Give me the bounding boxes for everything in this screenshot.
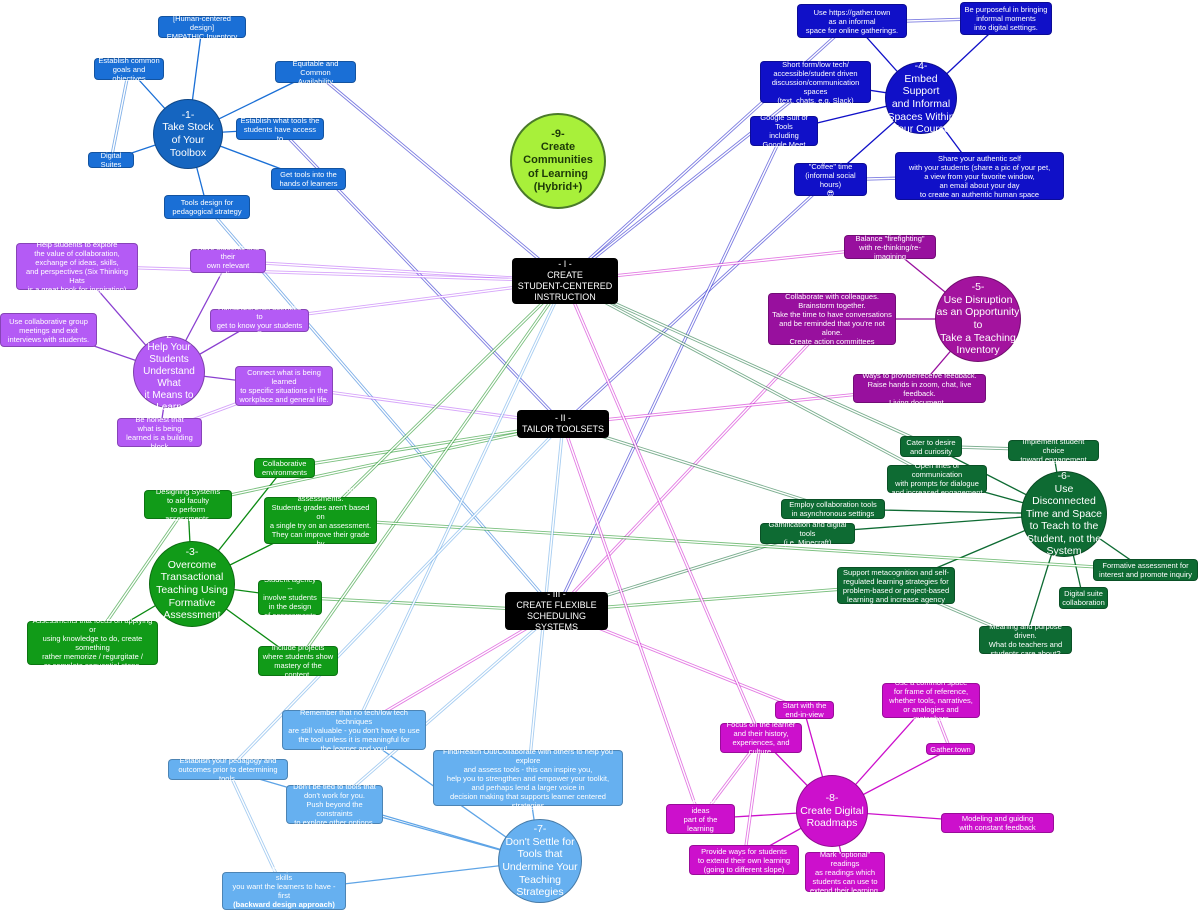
purposeful-informal-box: Be purposeful in bringing informal momen… bbox=[960, 2, 1052, 35]
double-connector-core bbox=[353, 280, 566, 731]
hub-1-take-stock: -1- Take Stock of Your Toolbox bbox=[153, 99, 223, 169]
meaning-purpose-box: Meaning and purpose driven. What do teac… bbox=[979, 622, 1072, 658]
get-tools-box: Get tools into the hands of learners bbox=[271, 168, 346, 190]
metacognition-box: Support metacognition and self- regulate… bbox=[837, 567, 955, 604]
open-lines-box: Open lines of communication with prompts… bbox=[887, 461, 987, 497]
tools-design-box: Tools design for pedagogical strategy bbox=[164, 195, 250, 219]
double-connector-core bbox=[314, 71, 566, 282]
no-tech-remember-box: Remember that no tech/low tech technique… bbox=[282, 708, 426, 753]
common-goals-box: Establish common goals and objectives bbox=[94, 56, 164, 83]
applying-knowledge-box: Assessments that focus on applying or us… bbox=[27, 616, 158, 670]
find-readings-box: Have students find their own relevant re… bbox=[190, 243, 266, 279]
double-connector-core bbox=[283, 423, 564, 469]
double-connector-core bbox=[564, 246, 891, 282]
designing-systems-box: Designing Systems to aid faculty to perf… bbox=[144, 487, 232, 523]
coffee-time-box: "Coffee" time (informal social hours) 😎 bbox=[794, 162, 867, 198]
connector bbox=[227, 769, 541, 862]
hub-2-help-students: -2- Help Your Students Understand What i… bbox=[133, 330, 205, 413]
double-connector-core bbox=[227, 260, 566, 282]
hub-4-embed-support: -4- Embed Support and Informal Spaces Wi… bbox=[885, 60, 957, 135]
hub-3-overcome-transactional: -3- Overcome Transactional Teaching Usin… bbox=[149, 541, 235, 627]
backward-design-text: (backward design approach) bbox=[233, 900, 335, 909]
double-connector-core bbox=[562, 423, 701, 820]
over-tools-text: over the tools bbox=[261, 909, 307, 918]
modeling-guiding-box: Modeling and guiding with constant feedb… bbox=[941, 813, 1054, 833]
digital-suites-box: Digital Suites bbox=[88, 151, 134, 169]
double-connector-core bbox=[743, 737, 762, 861]
student-choice-box: Implement student choice toward engageme… bbox=[1008, 437, 1099, 464]
common-space-box: Use a common space for frame of referenc… bbox=[882, 678, 980, 723]
explore-collaboration-box: Help students to explore the value of co… bbox=[16, 240, 138, 294]
empathic-inventory-box: [Human-centered design] EMPATHIC Invento… bbox=[158, 14, 246, 41]
prioritize-text: Prioritize the experiences and skills yo… bbox=[232, 864, 336, 900]
optional-readings-box: Mark "optional" readings as readings whi… bbox=[805, 850, 885, 895]
connect-learning-box: Connect what is being learned to specifi… bbox=[235, 366, 333, 406]
end-in-view-box: Start with the end-in-view bbox=[775, 701, 834, 719]
double-connector-core bbox=[564, 81, 816, 282]
double-connector-core bbox=[297, 280, 566, 662]
feedback-ways-box: Ways to provide/receive feedback. Raise … bbox=[853, 371, 986, 407]
extend-learning-box: Provide ways for students to extend thei… bbox=[689, 845, 799, 875]
focus-learner-box: Focus on the learner and their history, … bbox=[720, 720, 802, 756]
establish-tools-box: Establish what tools the students have a… bbox=[236, 116, 324, 143]
hub-6-disconnected-time: -6- Use Disconnected Time and Space to T… bbox=[1021, 470, 1107, 557]
include-projects-box: Include projects where students show mas… bbox=[258, 643, 338, 679]
hub-7-dont-settle: -7- Don't Settle for Tools that Undermin… bbox=[498, 819, 582, 903]
humanize-activities-box: Humanize/Craft activities to get to know… bbox=[210, 303, 309, 339]
digital-suite-collab-box: Digital suite collaboration bbox=[1059, 587, 1108, 609]
double-connector-core bbox=[564, 280, 932, 447]
double-connector-core bbox=[555, 130, 785, 612]
center-flexible-scheduling: - III - CREATE FLEXIBLE SCHEDULING SYSTE… bbox=[505, 589, 608, 632]
double-connector-core bbox=[91, 503, 189, 644]
establish-pedagogy-box: Establish your pedagogy and outcomes pri… bbox=[168, 756, 288, 783]
double-connector-core bbox=[562, 423, 834, 510]
center-tailor-toolsets: - II - TAILOR TOOLSETS bbox=[517, 410, 609, 438]
prioritize-experiences-box: Prioritize the experiences and skills yo… bbox=[222, 864, 346, 918]
cater-curiosity-box: Cater to desire and curiosity bbox=[900, 436, 962, 457]
hub-9-create-communities: -9- Create Communities of Learning (Hybr… bbox=[510, 113, 606, 209]
gather-town-roadmap-box: Gather.town bbox=[926, 743, 975, 755]
collaborate-colleagues-box: Collaborate with colleagues. Brainstorm … bbox=[768, 292, 896, 346]
equitable-availability-box: Equitable and Common Availability bbox=[275, 59, 356, 86]
dont-be-tied-box: Don't be tied to tools that don't work f… bbox=[286, 782, 383, 827]
double-connector-core bbox=[564, 280, 762, 739]
hub-5-use-disruption: -5- Use Disruption as an Opportunity to … bbox=[935, 276, 1021, 362]
double-connector-core bbox=[339, 519, 1146, 571]
center-student-centered-instruction: - I - CREATE STUDENT-CENTERED INSTRUCTIO… bbox=[512, 258, 618, 304]
balance-firefighting-box: Balance "firefighting" with re-thinking/… bbox=[844, 234, 936, 261]
authentic-self-box: Share your authentic self with your stud… bbox=[895, 152, 1064, 200]
double-connector-core bbox=[564, 280, 938, 480]
hub-8-digital-roadmaps: -8- Create Digital Roadmaps bbox=[796, 775, 868, 847]
student-ideas-box: Make student ideas part of the learning … bbox=[666, 797, 735, 842]
honest-building-block-box: Be honest that what is being learned is … bbox=[117, 415, 202, 451]
formative-inquiry-box: Formative assessment for interest and pr… bbox=[1093, 559, 1198, 581]
student-agency-box: Student agency -- involve students in th… bbox=[258, 575, 322, 620]
gather-town-box: Use https://gather.town as an informal s… bbox=[797, 4, 907, 38]
double-connector-core bbox=[76, 265, 566, 282]
async-collab-tools-box: Employ collaboration tools in asynchrono… bbox=[781, 499, 885, 519]
iteration-assessments-box: Allow for iteration on assessments. Stud… bbox=[264, 485, 377, 557]
double-connector-core bbox=[319, 280, 566, 521]
double-connector-core bbox=[333, 610, 557, 805]
double-connector-core bbox=[206, 206, 557, 612]
find-reach-out-box: Find/Reach Out/Collaborate with others t… bbox=[433, 747, 623, 810]
double-connector-core bbox=[227, 769, 285, 892]
double-connector-core bbox=[110, 68, 130, 161]
gamification-box: Gamification and digital tools (i.e. Min… bbox=[760, 520, 855, 547]
google-suite-box: Google Suit of Tools including Google Me… bbox=[750, 113, 818, 149]
collab-meetings-box: Use collaborative group meetings and exi… bbox=[0, 313, 97, 347]
collaborative-environments-box: Collaborative environments bbox=[254, 458, 315, 478]
short-form-spaces-box: Short form/low tech/ accessible/student … bbox=[760, 60, 871, 105]
